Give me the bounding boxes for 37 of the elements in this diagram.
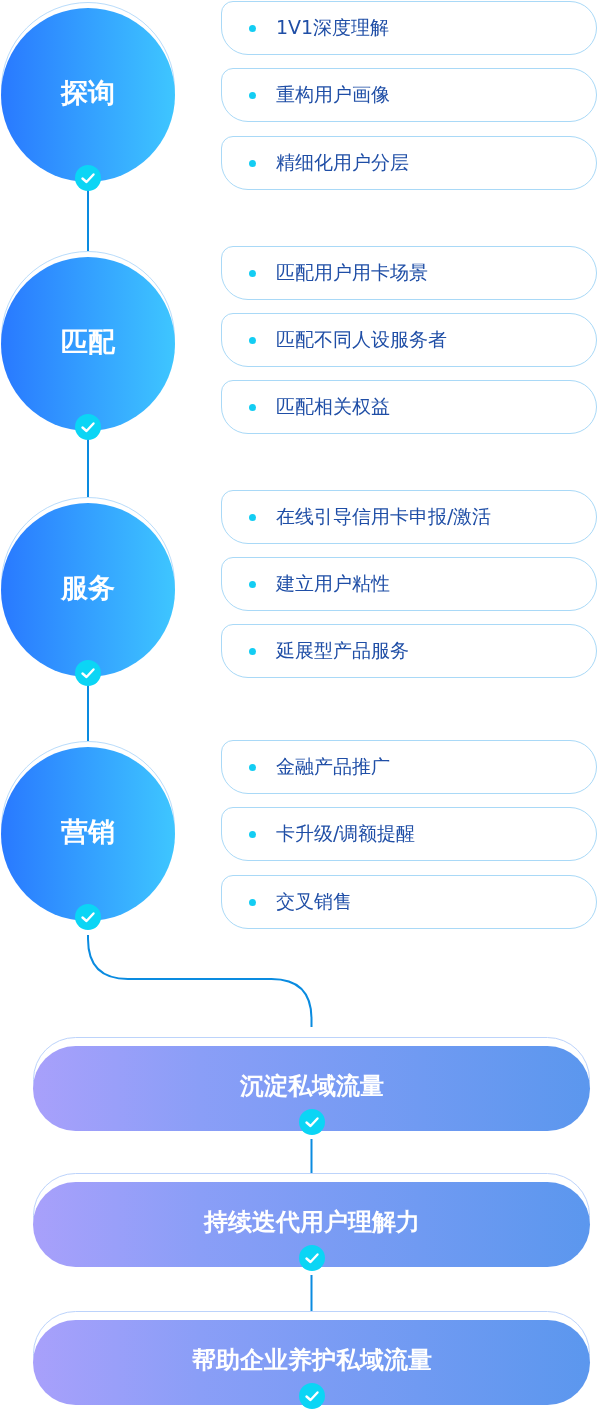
feature-label: 匹配用户用卡场景 <box>276 260 428 285</box>
connector-line <box>87 934 313 1028</box>
feature-pill <box>221 624 597 678</box>
connector-line <box>87 189 89 252</box>
feature-label: 匹配相关权益 <box>276 394 390 419</box>
feature-pill <box>221 490 597 544</box>
connector-line <box>87 438 89 498</box>
feature-pill <box>221 246 597 300</box>
connector-line <box>310 1138 313 1174</box>
feature-label: 卡升级/调额提醒 <box>276 821 416 846</box>
feature-label: 在线引导信用卡申报/激活 <box>276 504 492 529</box>
feature-label: 金融产品推广 <box>276 754 390 779</box>
result-label: 沉淀私域流量 <box>238 1072 385 1101</box>
feature-pill <box>221 313 597 367</box>
stage-label: 服务 <box>60 572 116 605</box>
feature-pill <box>221 875 597 929</box>
feature-pill <box>221 740 597 794</box>
feature-pill <box>221 380 597 434</box>
feature-pill <box>221 1 597 55</box>
feature-pill <box>221 136 597 190</box>
feature-label: 匹配不同人设服务者 <box>276 327 447 352</box>
feature-label: 1V1深度理解 <box>276 15 390 40</box>
feature-label: 延展型产品服务 <box>276 638 409 663</box>
connector-line <box>87 684 89 742</box>
feature-pill <box>221 557 597 611</box>
stage-label: 探询 <box>59 77 116 110</box>
result-label: 持续迭代用户理解力 <box>202 1208 421 1237</box>
feature-label: 精细化用户分层 <box>276 150 409 175</box>
stage-label: 匹配 <box>60 326 116 359</box>
connector-line <box>310 1274 313 1312</box>
feature-label: 重构用户画像 <box>276 82 390 107</box>
feature-label: 交叉销售 <box>276 889 352 914</box>
feature-pill <box>221 68 597 122</box>
feature-pill <box>221 807 597 861</box>
stage-label: 营销 <box>60 816 116 849</box>
feature-label: 建立用户粘性 <box>276 571 390 596</box>
result-label: 帮助企业养护私域流量 <box>190 1346 433 1375</box>
